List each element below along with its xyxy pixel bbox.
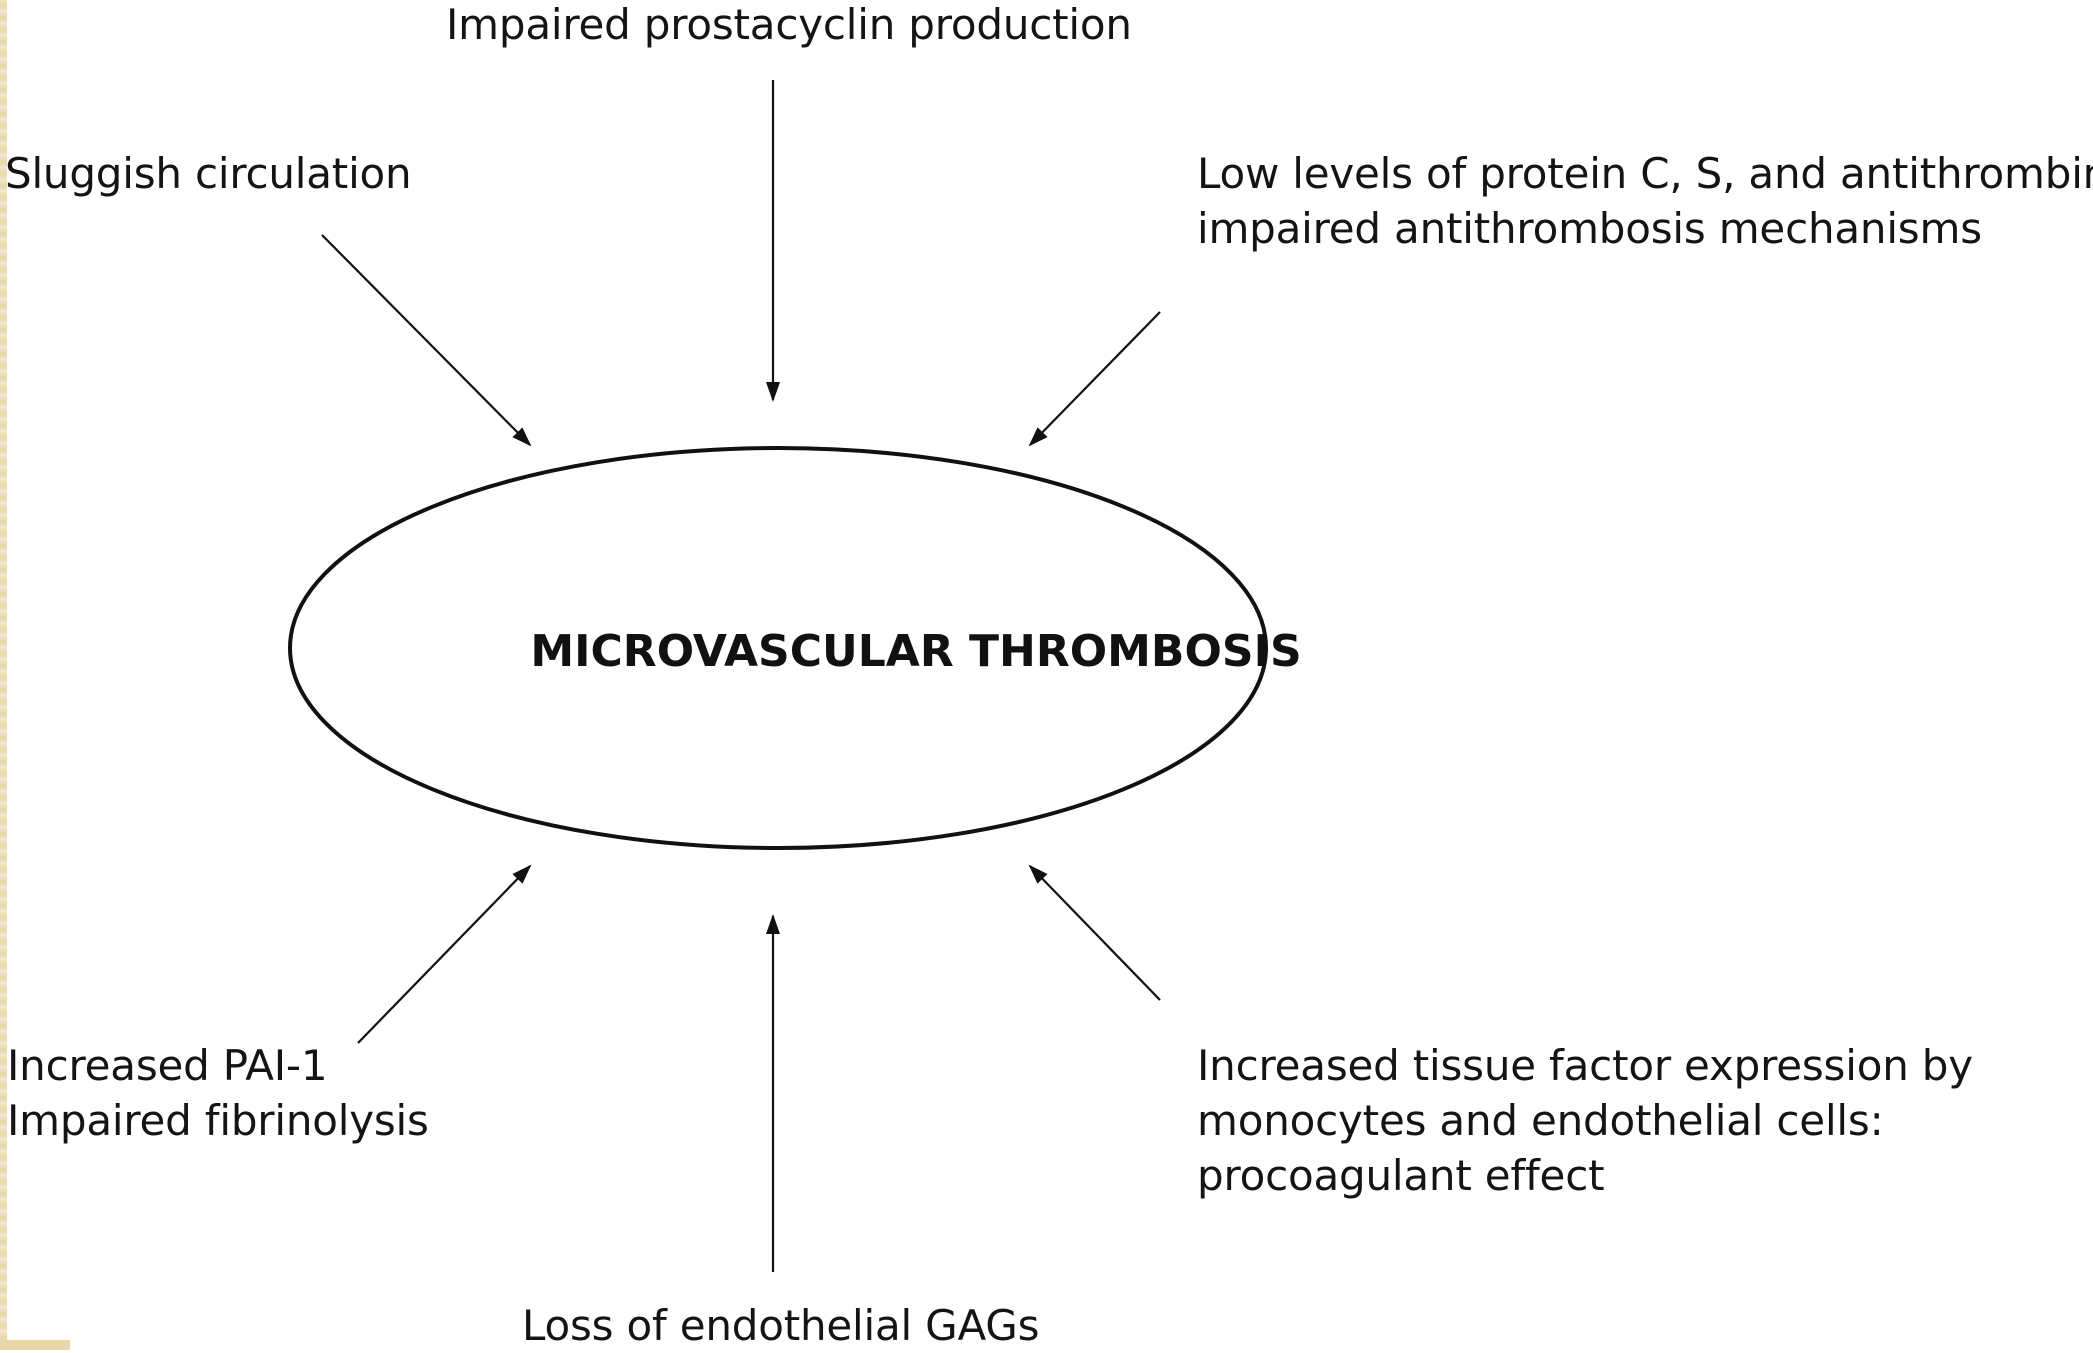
arrow-protein-cs <box>1028 311 1161 447</box>
node-prostacyclin: Impaired prostacyclin production <box>446 0 1132 52</box>
page-edge-strip <box>0 0 7 1350</box>
node-gags-line-1: Loss of endothelial GAGs <box>522 1301 1040 1350</box>
node-protein-cs-line-2: impaired antithrombosis mechanisms <box>1197 204 1982 253</box>
node-prostacyclin-line-1: Impaired prostacyclin production <box>446 0 1132 49</box>
arrow-pai1 <box>357 864 532 1044</box>
arrow-sluggish <box>321 234 532 447</box>
node-pai1-line-1: Increased PAI-1 <box>7 1041 328 1090</box>
node-pai1-line-2: Impaired fibrinolysis <box>7 1096 429 1145</box>
node-sluggish-line-1: Sluggish circulation <box>5 149 412 198</box>
node-pai1: Increased PAI-1 Impaired fibrinolysis <box>7 1038 429 1148</box>
center-label: MICROVASCULAR THROMBOSIS <box>530 626 1302 677</box>
arrow-tissue-factor <box>1028 864 1161 1001</box>
node-tissue-factor: Increased tissue factor expression by mo… <box>1197 1038 1973 1203</box>
corner-mark <box>0 1340 70 1350</box>
center-ellipse <box>288 446 1268 850</box>
node-tissue-factor-line-1: Increased tissue factor expression by <box>1197 1041 1973 1090</box>
node-sluggish: Sluggish circulation <box>5 146 412 201</box>
node-protein-cs: Low levels of protein C, S, and antithro… <box>1197 146 2093 256</box>
node-tissue-factor-line-2: monocytes and endothelial cells: <box>1197 1096 1884 1145</box>
node-gags: Loss of endothelial GAGs <box>522 1298 1040 1353</box>
node-protein-cs-line-1: Low levels of protein C, S, and antithro… <box>1197 149 2093 198</box>
node-tissue-factor-line-3: procoagulant effect <box>1197 1151 1605 1200</box>
